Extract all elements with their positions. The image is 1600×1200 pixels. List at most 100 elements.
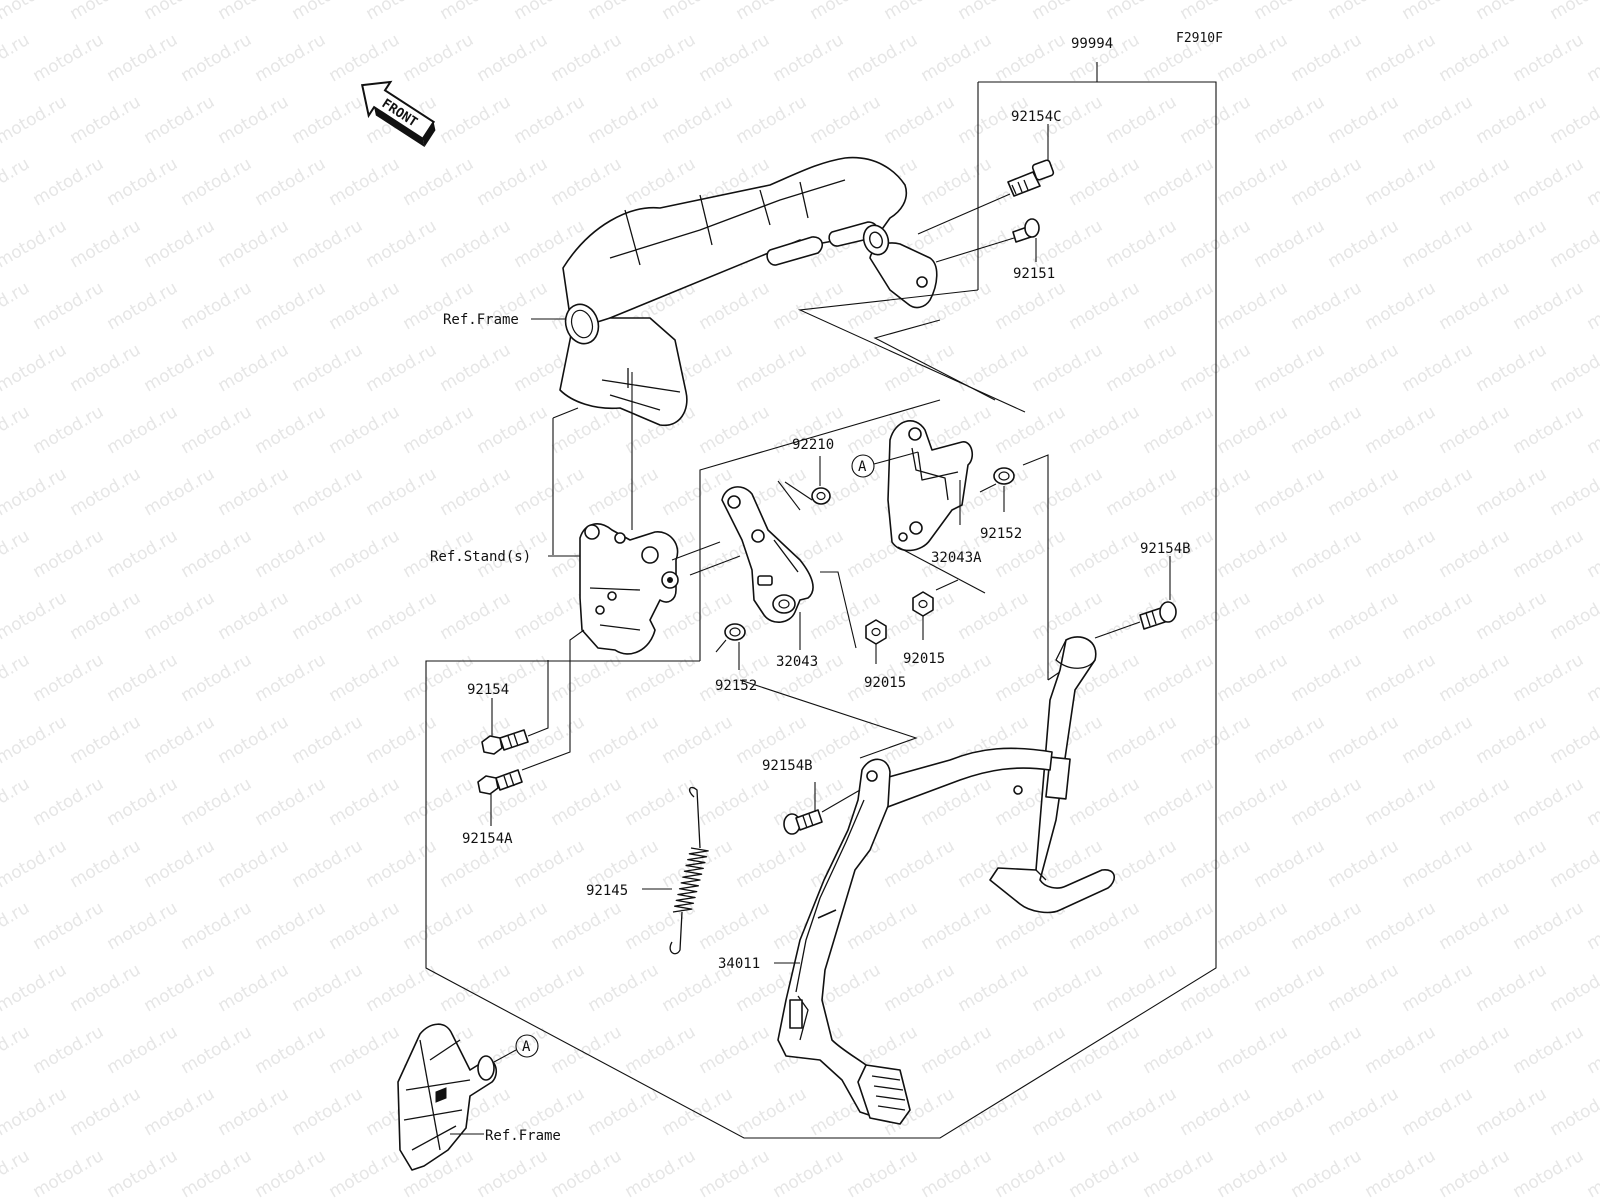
watermark-text: motod.ru [733, 836, 811, 892]
watermark-text: motod.ru [696, 898, 774, 954]
watermark-text: motod.ru [252, 774, 330, 830]
watermark-text: motod.ru [585, 1084, 663, 1140]
watermark-text: motod.ru [363, 340, 441, 396]
watermark-text: motod.ru [1066, 154, 1144, 210]
watermark-text: motod.ru [0, 898, 33, 954]
watermark-text: motod.ru [622, 774, 700, 830]
watermark-text: motod.ru [104, 898, 182, 954]
watermark-text: motod.ru [30, 154, 108, 210]
watermark-text: motod.ru [733, 0, 811, 24]
watermark-text: motod.ru [141, 92, 219, 148]
watermark-text: motod.ru [918, 1022, 996, 1078]
nut-92015-left [865, 619, 887, 645]
watermark-text: motod.ru [30, 898, 108, 954]
watermark-text: motod.ru [881, 0, 959, 24]
watermark-text: motod.ru [622, 650, 700, 706]
watermark-text: motod.ru [1140, 1022, 1218, 1078]
watermark-text: motod.ru [1510, 402, 1588, 458]
watermark-text: motod.ru [215, 92, 293, 148]
watermark-text: motod.ru [1547, 588, 1600, 644]
watermark-text: motod.ru [1103, 1084, 1181, 1140]
watermark-text: motod.ru [141, 836, 219, 892]
watermark-text: motod.ru [622, 898, 700, 954]
watermark-text: motod.ru [1066, 898, 1144, 954]
watermark-text: motod.ru [0, 1084, 70, 1140]
watermark-text: motod.ru [696, 774, 774, 830]
callout-34011: 34011 [718, 956, 760, 972]
watermark-text: motod.ru [1140, 402, 1218, 458]
watermark-text: motod.ru [1288, 526, 1366, 582]
watermark-text: motod.ru [955, 340, 1033, 396]
watermark-text: motod.ru [289, 216, 367, 272]
watermark-text: motod.ru [548, 898, 626, 954]
watermark-text: motod.ru [1066, 774, 1144, 830]
watermark-text: motod.ru [1177, 588, 1255, 644]
watermark-text: motod.ru [178, 1022, 256, 1078]
watermark-text: motod.ru [437, 0, 515, 24]
watermark-text: motod.ru [1325, 92, 1403, 148]
watermark-text: motod.ru [733, 340, 811, 396]
watermark-text: motod.ru [992, 1146, 1070, 1200]
watermark-text: motod.ru [1177, 340, 1255, 396]
bracket-32043 [721, 486, 814, 623]
watermark-text: motod.ru [696, 402, 774, 458]
watermark-text: motod.ru [1362, 402, 1440, 458]
callout-92210: 92210 [792, 437, 834, 453]
watermark-text: motod.ru [622, 30, 700, 86]
watermark-text: motod.ru [104, 774, 182, 830]
watermark-text: motod.ru [992, 278, 1070, 334]
washer-92152-top [993, 467, 1015, 485]
watermark-text: motod.ru [1584, 1146, 1600, 1200]
watermark-text: motod.ru [326, 650, 404, 706]
watermark-text: motod.ru [178, 526, 256, 582]
watermark-text: motod.ru [67, 960, 145, 1016]
watermark-text: motod.ru [1362, 774, 1440, 830]
watermark-text: motod.ru [622, 1146, 700, 1200]
watermark-text: motod.ru [252, 402, 330, 458]
watermark-text: motod.ru [1029, 588, 1107, 644]
watermark-text: motod.ru [770, 30, 848, 86]
watermark-text: motod.ru [844, 30, 922, 86]
watermark-text: motod.ru [1399, 92, 1477, 148]
watermark-text: motod.ru [1584, 402, 1600, 458]
watermark-text: motod.ru [992, 30, 1070, 86]
watermark-text: motod.ru [67, 1084, 145, 1140]
spring-92145 [669, 786, 709, 955]
watermark-text: motod.ru [955, 0, 1033, 24]
watermark-text: motod.ru [289, 340, 367, 396]
watermark-text: motod.ru [1436, 650, 1514, 706]
watermark-text: motod.ru [0, 712, 70, 768]
watermark-text: motod.ru [1547, 960, 1600, 1016]
watermark-text: motod.ru [215, 464, 293, 520]
watermark-text: motod.ru [1251, 0, 1329, 24]
watermark-text: motod.ru [326, 526, 404, 582]
watermark-text: motod.ru [400, 30, 478, 86]
watermark-text: motod.ru [289, 1084, 367, 1140]
watermark-text: motod.ru [1029, 340, 1107, 396]
watermark-text: motod.ru [141, 588, 219, 644]
watermark-text: motod.ru [67, 588, 145, 644]
watermark-text: motod.ru [1473, 712, 1551, 768]
callout-92145: 92145 [586, 883, 628, 899]
watermark-text: motod.ru [1103, 340, 1181, 396]
watermark-text: motod.ru [585, 712, 663, 768]
watermark-text: motod.ru [0, 340, 70, 396]
watermark-text: motod.ru [659, 464, 737, 520]
watermark-text: motod.ru [1473, 216, 1551, 272]
callout-92154c: 92154C [1011, 109, 1062, 125]
watermark-text: motod.ru [881, 836, 959, 892]
watermark-text: motod.ru [1473, 836, 1551, 892]
watermark-text: motod.ru [1325, 1084, 1403, 1140]
watermark-text: motod.ru [67, 836, 145, 892]
diagram-code: F2910F [1176, 31, 1223, 46]
watermark-text: motod.ru [1436, 30, 1514, 86]
watermark-text: motod.ru [400, 774, 478, 830]
watermark-text: motod.ru [1473, 960, 1551, 1016]
callout-92152-top: 92152 [980, 526, 1022, 542]
callout-92154a: 92154A [462, 831, 513, 847]
watermark-text: motod.ru [326, 898, 404, 954]
watermark-text: motod.ru [67, 464, 145, 520]
watermark-text: motod.ru [511, 836, 589, 892]
watermark-text: motod.ru [178, 402, 256, 458]
watermark-text: motod.ru [1140, 898, 1218, 954]
